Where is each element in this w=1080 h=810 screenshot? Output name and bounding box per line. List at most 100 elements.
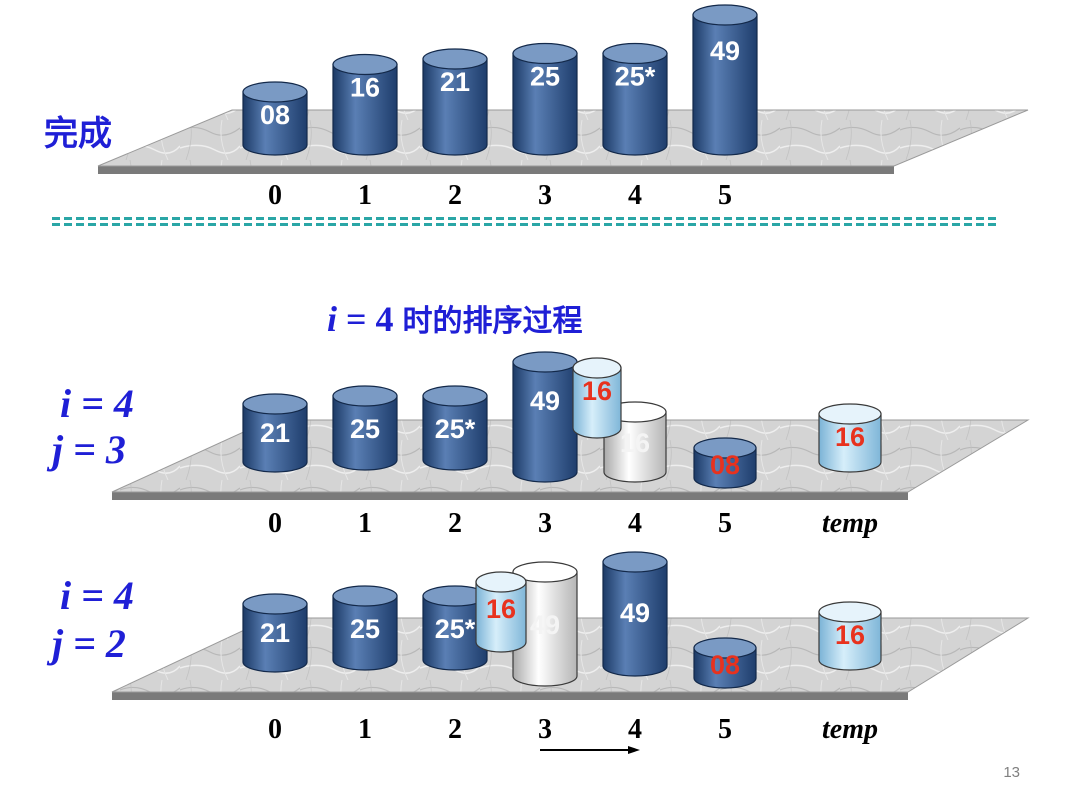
row1-index-label: temp	[822, 508, 878, 539]
separator-dash	[700, 223, 708, 226]
separator-dash	[388, 217, 396, 220]
separator-dash	[184, 223, 192, 226]
separator-dash	[88, 223, 96, 226]
separator-dash	[136, 223, 144, 226]
separator-dash	[760, 223, 768, 226]
separator-dash	[964, 217, 972, 220]
separator-dash	[880, 217, 888, 220]
row1-cylinder-value: 25*	[435, 414, 476, 444]
final-cylinder-value: 25	[530, 62, 560, 92]
separator-dash	[820, 217, 828, 220]
separator-dash	[832, 223, 840, 226]
separator-dash	[580, 217, 588, 220]
separator-dash	[400, 223, 408, 226]
row2-cylinder: 25	[332, 585, 398, 671]
separator-dash	[460, 217, 468, 220]
final-cylinder: 49	[692, 4, 758, 156]
separator-dash	[316, 223, 324, 226]
separator-dash	[76, 223, 84, 226]
separator-dash	[196, 223, 204, 226]
separator-dash	[448, 223, 456, 226]
separator-dash	[640, 223, 648, 226]
title-equals: = 4	[337, 299, 403, 339]
separator-dash	[292, 217, 300, 220]
separator-dash	[928, 217, 936, 220]
separator-dash	[280, 217, 288, 220]
separator-dash	[628, 217, 636, 220]
row1-cylinder: 16	[572, 357, 622, 439]
separator-dash	[700, 217, 708, 220]
separator-dash	[616, 223, 624, 226]
separator-dash	[592, 217, 600, 220]
separator-dash	[712, 217, 720, 220]
final-index-label: 5	[718, 180, 732, 211]
separator-dash	[292, 223, 300, 226]
separator-dash	[112, 223, 120, 226]
row1-i-label: i = 4	[60, 381, 134, 426]
separator-dash	[652, 217, 660, 220]
separator-dash	[796, 223, 804, 226]
separator-dash	[712, 223, 720, 226]
separator-dash	[316, 217, 324, 220]
separator-dash	[568, 223, 576, 226]
platform-final-edge	[98, 166, 894, 174]
separator-dash	[64, 223, 72, 226]
separator-dash	[232, 217, 240, 220]
row2-cylinder-value: 49	[530, 610, 560, 640]
separator-dash	[412, 223, 420, 226]
move-arrow	[540, 746, 640, 754]
separator-dash	[784, 223, 792, 226]
row2-index-label: 3	[538, 714, 552, 745]
row1-cylinder-value: 25	[350, 414, 380, 444]
separator-dash	[676, 223, 684, 226]
separator-dash	[748, 217, 756, 220]
separator-dash	[592, 223, 600, 226]
separator-dash	[424, 223, 432, 226]
final-cylinder: 16	[332, 53, 398, 156]
separator-dash	[832, 217, 840, 220]
title-text: 时的排序过程	[402, 304, 583, 339]
separator-dash	[508, 223, 516, 226]
separator-dash	[460, 223, 468, 226]
separator-dash	[952, 223, 960, 226]
separator-dash	[844, 223, 852, 226]
row1-cylinder: 49	[512, 351, 578, 483]
separator-dash	[928, 223, 936, 226]
row2-cylinder: 08	[693, 637, 757, 689]
separator-dash	[256, 223, 264, 226]
separator-dash	[940, 217, 948, 220]
separator-dash	[508, 217, 516, 220]
separator-dash	[124, 217, 132, 220]
row2-cylinder-value: 08	[710, 650, 740, 680]
separator-dash	[844, 217, 852, 220]
row2-index-label: 2	[448, 714, 462, 745]
separator-dash	[940, 223, 948, 226]
separator-dash	[760, 217, 768, 220]
final-cylinder-value: 08	[260, 100, 290, 130]
separator-dash	[136, 217, 144, 220]
separator-dash	[568, 217, 576, 220]
separator-dash	[328, 217, 336, 220]
title-i-variable: i	[327, 299, 338, 339]
separator-dash	[148, 217, 156, 220]
separator-dash	[736, 217, 744, 220]
row1-cylinder: 25	[332, 385, 398, 471]
row1-cylinder-value: 49	[530, 386, 560, 416]
separator-dash	[616, 217, 624, 220]
separator-dash	[376, 217, 384, 220]
separator-dash	[124, 223, 132, 226]
separator-dash	[208, 217, 216, 220]
separator-dash	[820, 223, 828, 226]
separator-dash	[976, 223, 984, 226]
row1-index-label: 0	[268, 508, 282, 539]
separator-dash	[412, 217, 420, 220]
row2-index-label: 4	[628, 714, 642, 745]
separator-dash	[952, 217, 960, 220]
row2-cylinder: 16	[475, 571, 527, 653]
row1-index-label: 5	[718, 508, 732, 539]
row2-i-label: i = 4	[60, 573, 134, 618]
row1-cylinder-value: 16	[582, 376, 612, 406]
